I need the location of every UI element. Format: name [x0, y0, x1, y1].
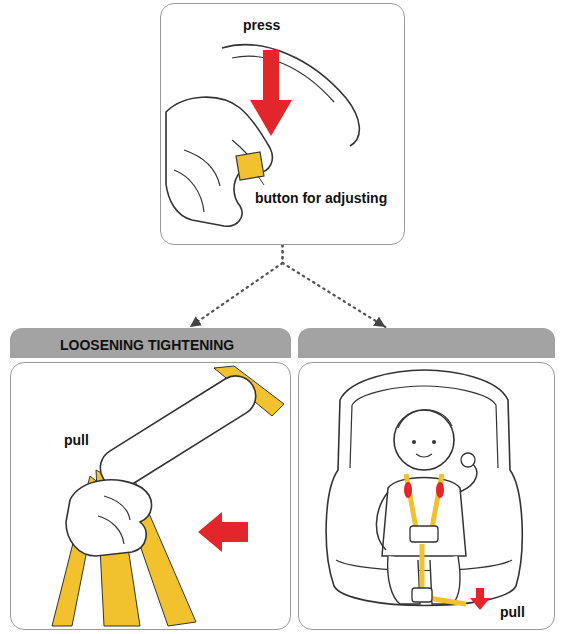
panel-frame [298, 362, 555, 630]
buckle [412, 588, 432, 602]
car-seat [326, 370, 522, 606]
text-slot: pull [62, 432, 91, 449]
adjust-button [236, 152, 264, 180]
press-arrow [250, 50, 292, 136]
finger-line [98, 516, 124, 544]
tightening-illustration [326, 370, 522, 610]
harness-strap [420, 544, 425, 592]
shoulder-mark [404, 482, 412, 498]
action-label: pull [62, 432, 91, 449]
shoulder-pad [93, 368, 263, 495]
pull-arrow [198, 512, 248, 552]
child-eye [432, 440, 436, 444]
shoulder-mark [436, 482, 444, 498]
instruction-panel: pull [298, 328, 555, 630]
child-head [394, 410, 454, 470]
instruction-panel: LOOSENING TIGHTENING pull [10, 328, 291, 630]
chest-clip [410, 526, 438, 542]
seat-edge-inner [232, 56, 334, 102]
part-label: button for adjusting [253, 190, 389, 207]
dotted-arrow [190, 245, 283, 327]
seat-wing [350, 405, 352, 468]
text-slot: LOOSENING TIGHTENING [60, 337, 234, 354]
hand [66, 480, 152, 556]
leader-line [258, 176, 264, 185]
step-box: press button for adjusting [160, 3, 405, 245]
text-slot: press [241, 17, 282, 34]
child-eye [412, 440, 416, 444]
child-hair [398, 410, 452, 428]
panel-heading: LOOSENING TIGHTENING [60, 337, 234, 354]
pull-strap [428, 598, 466, 604]
loosening-illustration [52, 366, 284, 626]
finger-line [104, 496, 130, 520]
panel-frame [10, 362, 291, 630]
finger-line [174, 170, 204, 212]
text-slot: button for adjusting [253, 190, 389, 207]
hand [166, 97, 272, 226]
child-mouth [416, 454, 432, 457]
child-fist [461, 453, 475, 467]
action-label: pull [498, 604, 527, 621]
header-tab [298, 328, 555, 358]
child-arm [376, 492, 388, 550]
text-slot: pull [498, 604, 527, 621]
action-label: press [241, 17, 282, 34]
dotted-arrow [283, 245, 386, 327]
pull-arrow [470, 588, 490, 610]
